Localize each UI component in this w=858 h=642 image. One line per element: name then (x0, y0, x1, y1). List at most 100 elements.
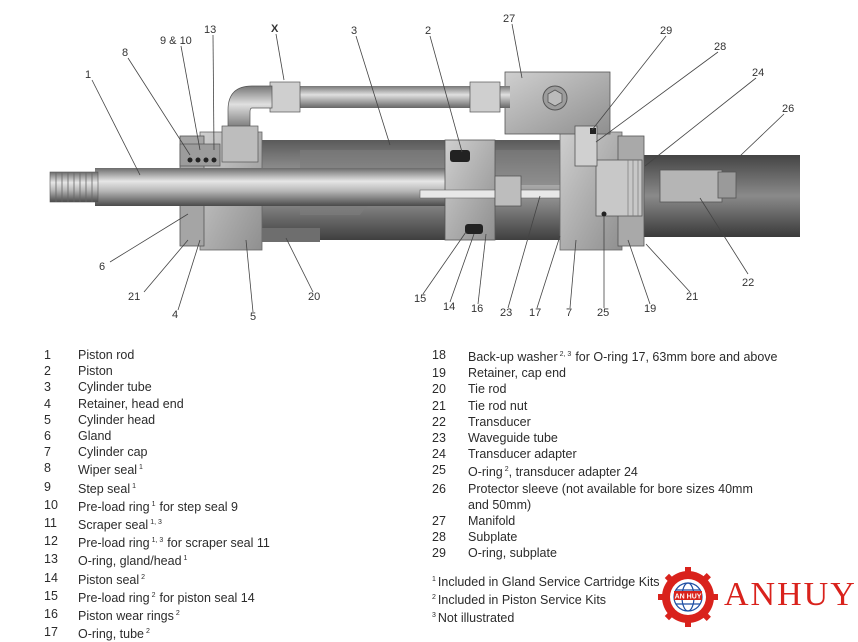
callout-20: 20 (308, 291, 320, 303)
part-row: 4 Retainer, head end (44, 396, 404, 412)
part-number: 28 (432, 530, 446, 545)
part-description: Tie rod (468, 381, 812, 397)
part-description: Protector sleeve (not available for bore… (468, 481, 812, 497)
callout-9-10: 9 & 10 (160, 35, 192, 47)
part-footnote-ref: 1 (139, 464, 143, 472)
footnote-text: Included in Piston Service Kits (437, 593, 607, 608)
part-description-text: Gland (78, 429, 112, 444)
part-footnote-ref: 2 (141, 573, 146, 581)
callout-21-left: 21 (128, 291, 140, 303)
part-description: Cylinder tube (78, 379, 404, 395)
part-description-text: Wiper seal (78, 463, 138, 478)
part-description-text: Transducer (468, 414, 531, 429)
cylinder-cutaway-diagram: 1 8 9 & 10 13 X 3 2 27 29 28 24 26 6 21 … (49, 13, 800, 323)
part-footnote-ref: 1, 3 (150, 519, 162, 527)
part-description-text: Transducer adapter (468, 447, 577, 462)
callout-24: 24 (752, 67, 764, 79)
part-description-tail: for scraper seal 11 (167, 536, 270, 551)
part-description-tail: for piston seal 14 (159, 590, 255, 605)
part-footnote-ref: 1 (132, 482, 137, 490)
part-number: 16 (44, 607, 58, 622)
part-row: and 50mm) (432, 497, 812, 513)
part-number: 17 (44, 625, 58, 640)
part-description-text: Pre-load ring (78, 536, 150, 551)
part-description: Manifold (468, 513, 812, 529)
callout-1: 1 (85, 69, 91, 81)
part-description-text: Retainer, head end (78, 396, 184, 411)
callout-22: 22 (742, 277, 754, 289)
callout-14: 14 (443, 301, 455, 313)
callout-13: 13 (204, 24, 216, 36)
part-description-text: O-ring (468, 465, 503, 480)
callout-26: 26 (782, 103, 794, 115)
part-footnote-ref: 1, 3 (151, 537, 164, 545)
anhuy-logo: AN HUY ANHUY (656, 566, 856, 628)
part-number: 21 (432, 398, 446, 413)
tie-rod (262, 228, 320, 242)
part-description-tail: for O-ring 17, 63mm bore and above (575, 350, 778, 364)
piston-rod (95, 168, 495, 206)
part-number: 11 (44, 516, 57, 531)
gear-globe-logo-icon: AN HUY (658, 567, 718, 627)
part-footnote-ref: 2 (504, 466, 509, 474)
part-description-text: Tie rod (468, 382, 507, 397)
part-description-text: Pre-load ring (78, 590, 150, 605)
part-number: 22 (432, 414, 446, 429)
part-number: 9 (44, 479, 51, 494)
part-description-text: Piston (78, 364, 113, 379)
part-number: 12 (44, 534, 58, 549)
part-footnote-ref: 2 (175, 610, 180, 618)
part-description: O-ring, subplate (468, 545, 812, 561)
part-number: 2 (44, 364, 51, 379)
part-footnote-ref: 1 (151, 500, 156, 508)
part-number: 4 (44, 396, 51, 411)
part-number: 8 (44, 461, 51, 476)
callout-5: 5 (250, 311, 256, 323)
part-number: 5 (44, 412, 51, 427)
part-description-text: O-ring, tube (78, 627, 145, 642)
logo-text: ANHUY (724, 576, 857, 613)
pipe-elbow (227, 85, 273, 133)
footnote-marker: 1 (432, 576, 436, 583)
part-description-text: Retainer, cap end (468, 366, 566, 381)
part-description: Retainer, cap end (468, 365, 812, 381)
part-row: 2 Piston (44, 363, 404, 379)
part-number: 7 (44, 445, 51, 460)
callout-21-right: 21 (686, 291, 698, 303)
part-description: Waveguide tube (468, 430, 812, 446)
part-description-text: Step seal (78, 481, 131, 496)
part-number: 25 (432, 463, 446, 478)
part-description: Subplate (468, 529, 812, 545)
part-description-tail: , transducer adapter 24 (508, 465, 638, 480)
part-description: Piston rod (78, 347, 404, 363)
callout-3: 3 (351, 25, 357, 37)
part-number: 26 (432, 481, 446, 496)
part-description: Transducer (468, 414, 812, 430)
part-description-text: Pre-load ring (78, 499, 150, 514)
part-number: 14 (44, 570, 58, 585)
part-description: and 50mm) (468, 497, 812, 513)
part-number: 13 (44, 552, 58, 567)
callout-2: 2 (425, 25, 431, 37)
